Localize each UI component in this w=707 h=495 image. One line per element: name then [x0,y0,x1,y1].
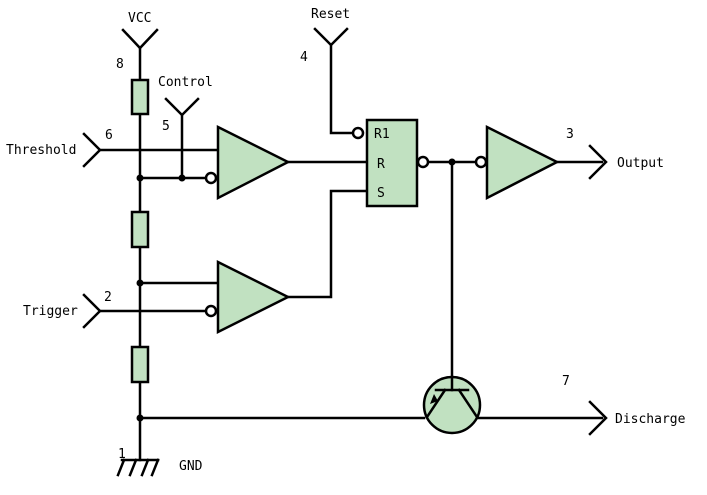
resistor-bottom [130,345,150,384]
junction-dot [136,414,144,422]
vcc-pin-number: 8 [116,57,124,72]
threshold-terminal-icon [82,132,102,168]
reset-label: Reset [311,7,350,22]
flipflop-s-label: S [377,186,385,201]
transistor-emitter-arrow-icon [430,394,438,404]
flipflop-r1-label: R1 [374,127,390,142]
reset-terminal-icon [313,27,349,47]
wires [98,43,604,462]
vcc-label: VCC [128,11,151,26]
transistor-collector [457,388,479,419]
resistor-middle [130,210,150,249]
ground-hatch [140,458,150,477]
output-inverter [485,124,560,201]
comparator2-output-wire [286,189,369,299]
output-inverter-bubble [474,155,488,169]
pin-labels: VCC 8 Control 5 Reset 4 Threshold 6 Trig… [6,7,686,474]
junction-dot [178,174,186,182]
output-terminal-icon [588,144,608,180]
gnd-label: GND [179,459,203,474]
gnd-pin-number: 1 [118,447,126,462]
discharge-pin-number: 7 [562,374,570,389]
comparator-threshold [216,124,291,201]
resistor-top [130,78,150,116]
junction-dots [136,158,456,422]
ground-hatch [116,458,126,477]
output-pin-number: 3 [566,127,574,142]
junction-dot [136,279,144,287]
ground-icon [116,458,160,477]
comparator-trigger [216,259,291,335]
control-pin-number: 5 [162,119,170,134]
ground-hatch [128,458,138,477]
comparator-threshold-inverting-bubble [204,171,218,185]
control-label: Control [158,75,213,90]
ground-hatch [150,458,160,477]
threshold-pin-number: 6 [105,128,113,143]
trigger-label: Trigger [23,304,78,319]
discharge-terminal-icon [588,400,608,436]
trigger-terminal-icon [82,293,102,329]
discharge-transistor [422,375,482,435]
junction-dot [448,158,456,166]
vcc-terminal-icon [121,28,159,50]
transistor-emitter [425,388,447,419]
comparator-trigger-inverting-bubble [204,304,218,318]
reset-wire [329,43,355,135]
reset-pin-number: 4 [300,50,308,65]
pin-terminals [82,27,608,436]
threshold-label: Threshold [6,143,76,158]
junction-dot [136,174,144,182]
control-terminal-icon [164,97,200,117]
flipflop-r-label: R [377,157,385,172]
flipflop-reset-bubble [351,126,365,140]
trigger-pin-number: 2 [104,290,112,305]
flipflop-output-bubble [416,155,430,169]
discharge-label: Discharge [615,412,686,427]
output-label: Output [617,156,664,171]
